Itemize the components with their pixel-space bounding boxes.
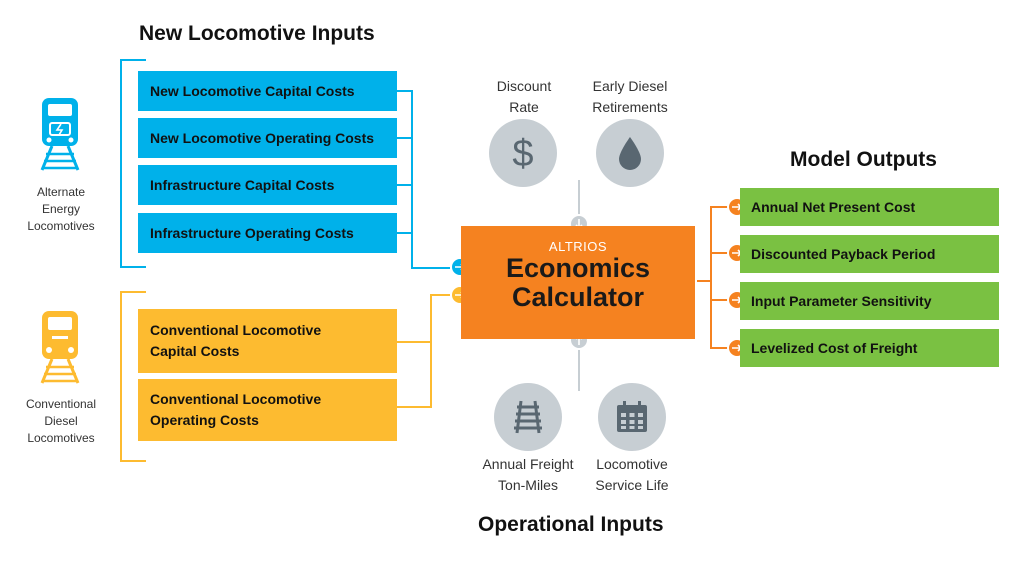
new-locomotive-inputs-heading: New Locomotive Inputs: [139, 22, 375, 45]
input-infrastructure-operating-costs: Infrastructure Operating Costs: [138, 213, 397, 253]
electric-train-icon: [38, 96, 82, 177]
calculator-brand: ALTRIOS: [548, 239, 608, 254]
input-new-locomotive-capital-costs: New Locomotive Capital Costs: [138, 71, 397, 111]
conventional-diesel-label: Conventional Diesel Locomotives: [25, 397, 97, 445]
input-new-locomotive-operating-costs: New Locomotive Operating Costs: [138, 118, 397, 158]
output-input-parameter-sensitivity: Input Parameter Sensitivity: [740, 282, 999, 320]
model-outputs-heading: Model Outputs: [790, 148, 937, 171]
dollar-icon: $: [489, 119, 557, 187]
diesel-train-icon: [38, 309, 82, 390]
output-levelized-cost-of-freight: Levelized Cost of Freight: [740, 329, 999, 367]
railroad-track-icon: [494, 383, 562, 451]
calculator-name-line2: Calculator: [511, 282, 645, 312]
input-infrastructure-capital-costs: Infrastructure Capital Costs: [138, 165, 397, 205]
output-discounted-payback-period: Discounted Payback Period: [740, 235, 999, 273]
alternate-energy-label: Alternate Energy Locomotives: [27, 185, 95, 233]
calculator-name-line1: Economics: [505, 253, 651, 283]
output-annual-net-present-cost: Annual Net Present Cost: [740, 188, 999, 226]
operational-inputs-heading: Operational Inputs: [478, 513, 664, 536]
economics-calculator: ALTRIOS Economics Calculator: [461, 226, 695, 339]
svg-text:$: $: [512, 133, 533, 173]
calendar-icon: [598, 383, 666, 451]
drop-icon: [596, 119, 664, 187]
